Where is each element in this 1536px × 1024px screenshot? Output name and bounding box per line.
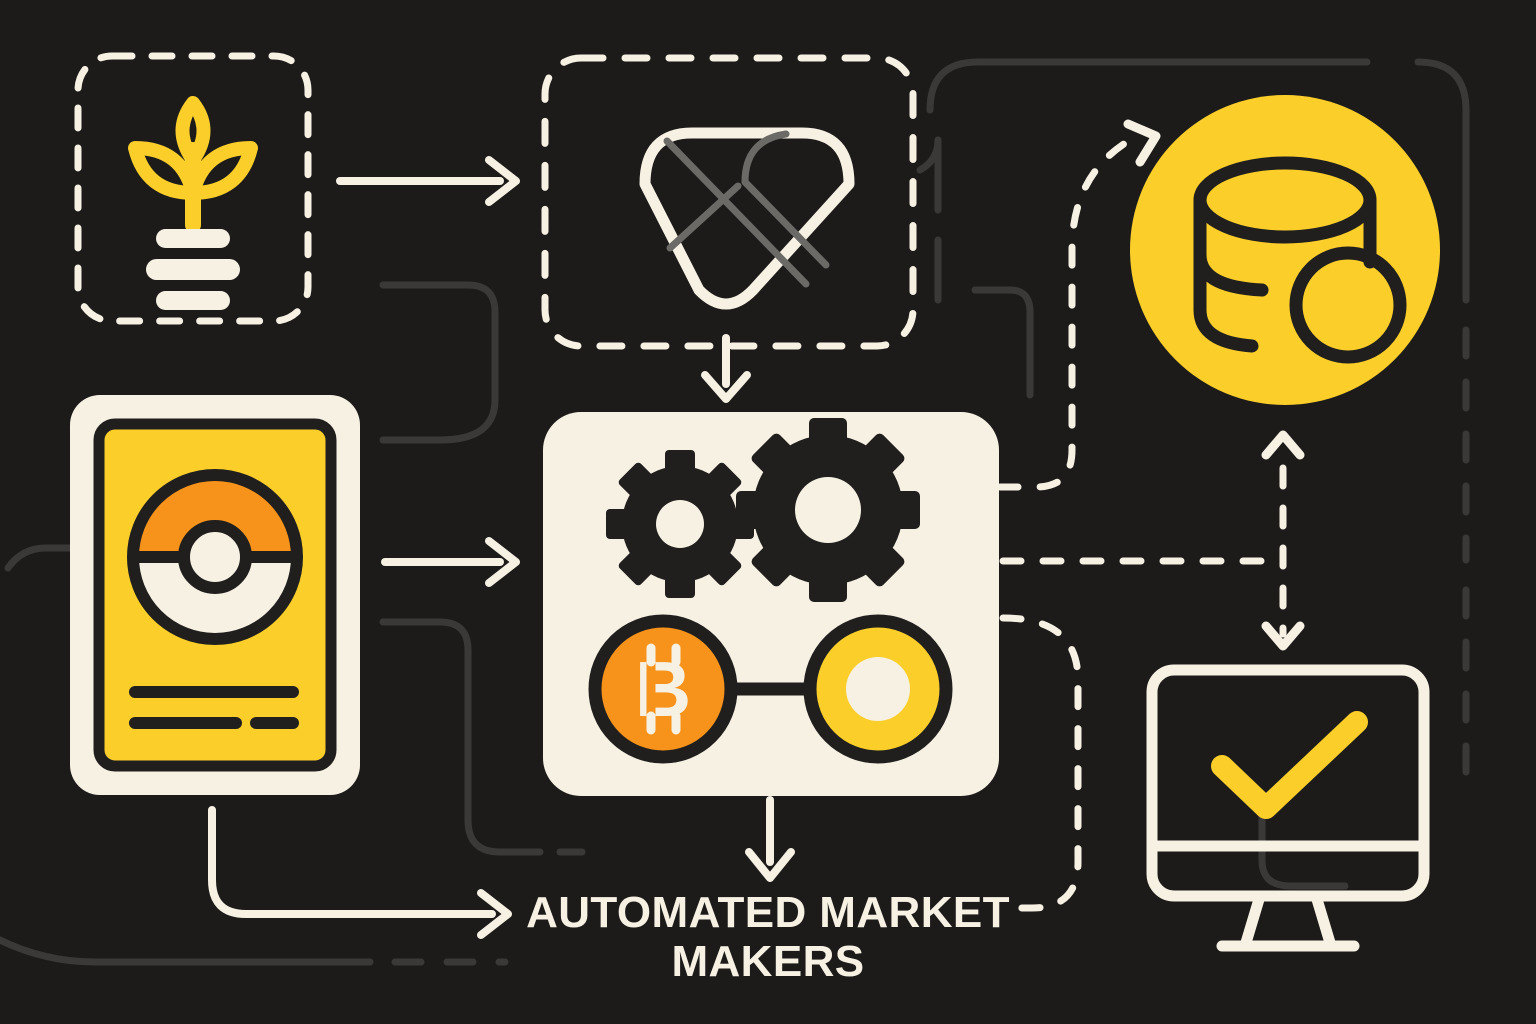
page-title: AUTOMATED MARKET MAKERS — [526, 888, 1010, 987]
stable-coin-center — [846, 657, 910, 721]
decor-stub-right — [1258, 796, 1349, 890]
arrowhead-to-pool — [1123, 119, 1161, 167]
decor-frame-top-left — [926, 58, 1371, 114]
decor-bracket-d — [971, 286, 1034, 399]
seed-box-outline — [74, 52, 312, 325]
decor-scurve-bottom — [379, 618, 544, 856]
diamond-gem-icon — [639, 127, 855, 310]
connector-engine-to-label-head — [745, 848, 795, 882]
connector-gem-to-engine-head — [701, 371, 751, 403]
monitor-check-icon — [1146, 664, 1430, 952]
connector-engine-to-pool — [996, 136, 1134, 491]
connector-engine-to-label-loop — [999, 614, 1082, 912]
decor-scurve-top — [379, 281, 499, 444]
token-pair-icon: B — [588, 614, 953, 764]
check-icon — [1211, 711, 1368, 819]
decor-frame-top-right — [1414, 58, 1470, 304]
card-text-lines — [129, 686, 299, 729]
sprout-icon — [128, 96, 258, 310]
arrowhead-sync-down — [1261, 621, 1305, 651]
connector-card-to-label-shaft — [208, 806, 496, 918]
connector-card-to-engine-head — [485, 537, 520, 587]
gem-box-outline — [541, 54, 917, 350]
decor-bottom-curve — [0, 936, 374, 966]
decor-left-arrow-shaft — [4, 544, 144, 572]
bitcoin-coin-icon — [588, 614, 738, 764]
gear-large-icon — [736, 418, 920, 602]
database-coin-icon — [1193, 156, 1407, 364]
pokeball-icon — [127, 469, 303, 645]
connector-seed-to-gem-head — [485, 156, 520, 206]
arrowhead-sync-up — [1261, 430, 1305, 460]
bitcoin-symbol: B — [635, 645, 691, 733]
connector-card-to-label-head — [477, 889, 512, 939]
